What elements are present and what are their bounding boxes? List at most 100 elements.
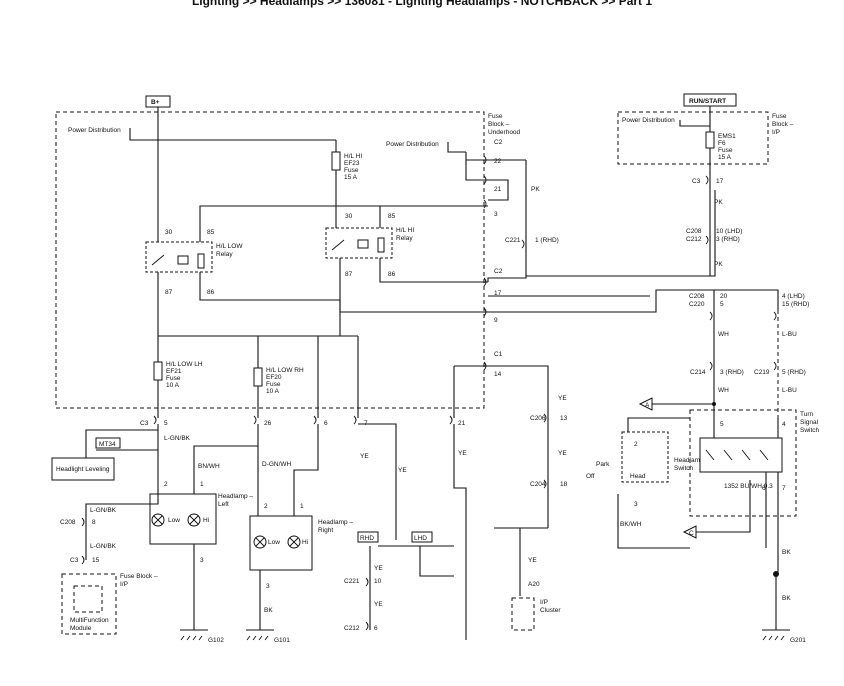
svg-text:C208: C208 [60,519,76,526]
svg-text:85: 85 [388,213,396,220]
svg-text:21: 21 [494,186,502,193]
svg-text:8: 8 [92,519,96,526]
ground-g201: G201 [762,629,806,644]
svg-text:Fuse: Fuse [344,167,359,174]
svg-text:Head: Head [630,473,646,480]
svg-text:22: 22 [494,158,502,165]
svg-text:C214: C214 [690,369,706,376]
svg-text:Headlamp –: Headlamp – [218,493,253,500]
svg-text:PK: PK [531,186,540,193]
svg-text:6: 6 [324,420,328,427]
svg-text:C212: C212 [344,625,360,632]
fuse-ems1 [705,131,715,149]
svg-text:L-GN/BK: L-GN/BK [164,435,191,442]
fuse-block-underhood-outline [55,111,485,409]
svg-text:Fuse: Fuse [266,381,281,388]
svg-text:17: 17 [494,290,502,297]
svg-text:C206: C206 [530,415,546,422]
svg-text:I/P: I/P [120,581,128,588]
svg-text:Fuse: Fuse [488,113,503,120]
svg-text:YE: YE [374,601,383,608]
svg-text:I/P: I/P [772,129,780,136]
svg-text:Signal: Signal [800,419,819,426]
power-distribution-2: Power Distribution [386,141,439,148]
svg-text:RHD: RHD [360,535,374,542]
fuse-block-ip-top-outline [617,111,769,165]
svg-text:10 (LHD): 10 (LHD) [716,228,742,235]
svg-text:1 (RHD): 1 (RHD) [535,237,559,244]
svg-text:BK: BK [782,549,791,556]
svg-text:C221: C221 [505,237,521,244]
svg-text:2: 2 [264,503,268,510]
svg-text:87: 87 [165,289,173,296]
svg-text:Block –: Block – [772,121,794,128]
svg-text:4: 4 [782,421,786,428]
ground-g101: G101 [246,629,290,644]
svg-text:I/P: I/P [540,599,548,606]
svg-text:7: 7 [782,485,786,492]
svg-text:H/L HI: H/L HI [396,227,414,234]
run-start-label: RUN/START [689,98,726,105]
svg-text:H/L LOW: H/L LOW [216,243,243,250]
svg-text:Switch: Switch [800,427,820,434]
svg-text:A20: A20 [528,581,540,588]
svg-text:2: 2 [164,481,168,488]
svg-text:Low: Low [168,517,180,524]
ground-g102: G102 [180,629,224,644]
svg-text:15 A: 15 A [344,174,358,181]
svg-text:Module: Module [70,625,92,632]
svg-text:15 (RHD): 15 (RHD) [782,301,809,308]
svg-text:L-BU: L-BU [782,331,797,338]
multifunction-module [73,585,103,613]
svg-text:YE: YE [374,565,383,572]
svg-text:Left: Left [218,501,229,508]
svg-text:BK: BK [782,595,791,602]
svg-text:BK/WH: BK/WH [620,521,642,528]
svg-text:Block –: Block – [488,121,510,128]
svg-text:BK: BK [264,607,273,614]
svg-text:26: 26 [264,420,272,427]
svg-text:3 (RHD): 3 (RHD) [720,369,744,376]
svg-text:BN/WH: BN/WH [198,463,220,470]
svg-text:18: 18 [560,481,568,488]
svg-text:D-GN/WH: D-GN/WH [262,461,292,468]
svg-text:C3: C3 [692,178,701,185]
svg-text:YE: YE [558,450,567,457]
svg-text:Headlamp: Headlamp [674,457,704,464]
svg-text:1: 1 [300,503,304,510]
svg-text:EMS1: EMS1 [718,133,736,140]
svg-text:C: C [689,530,694,537]
svg-text:13: 13 [560,415,568,422]
svg-text:Fuse: Fuse [718,147,733,154]
mt34-flag [95,437,121,449]
svg-text:C219: C219 [754,369,770,376]
svg-text:C1: C1 [494,351,503,358]
svg-text:20: 20 [720,293,728,300]
svg-text:21: 21 [458,420,466,427]
svg-text:C221: C221 [344,578,360,585]
svg-text:LHD: LHD [414,535,427,542]
svg-text:L-BU: L-BU [782,387,797,394]
lhd-flag [411,531,433,543]
svg-text:3: 3 [494,211,498,218]
svg-text:H/L LOW LH: H/L LOW LH [166,361,203,368]
svg-text:Hi: Hi [302,539,308,546]
svg-text:14: 14 [494,371,502,378]
svg-text:9: 9 [494,317,498,324]
svg-text:EF20: EF20 [266,374,282,381]
svg-text:17: 17 [716,178,724,185]
svg-text:C204: C204 [530,481,546,488]
svg-text:1352 BU/WH 0.3: 1352 BU/WH 0.3 [724,483,773,490]
svg-text:85: 85 [207,229,215,236]
svg-text:4 (LHD): 4 (LHD) [782,293,805,300]
svg-text:Headlight Leveling: Headlight Leveling [56,466,110,473]
headlamp-switch [621,431,669,483]
fuse-ef20 [253,367,263,387]
svg-text:Cluster: Cluster [540,607,561,614]
svg-text:5: 5 [720,421,724,428]
svg-text:C3: C3 [70,557,79,564]
svg-text:C212: C212 [686,236,702,243]
svg-text:86: 86 [207,289,215,296]
svg-text:15: 15 [92,557,100,564]
